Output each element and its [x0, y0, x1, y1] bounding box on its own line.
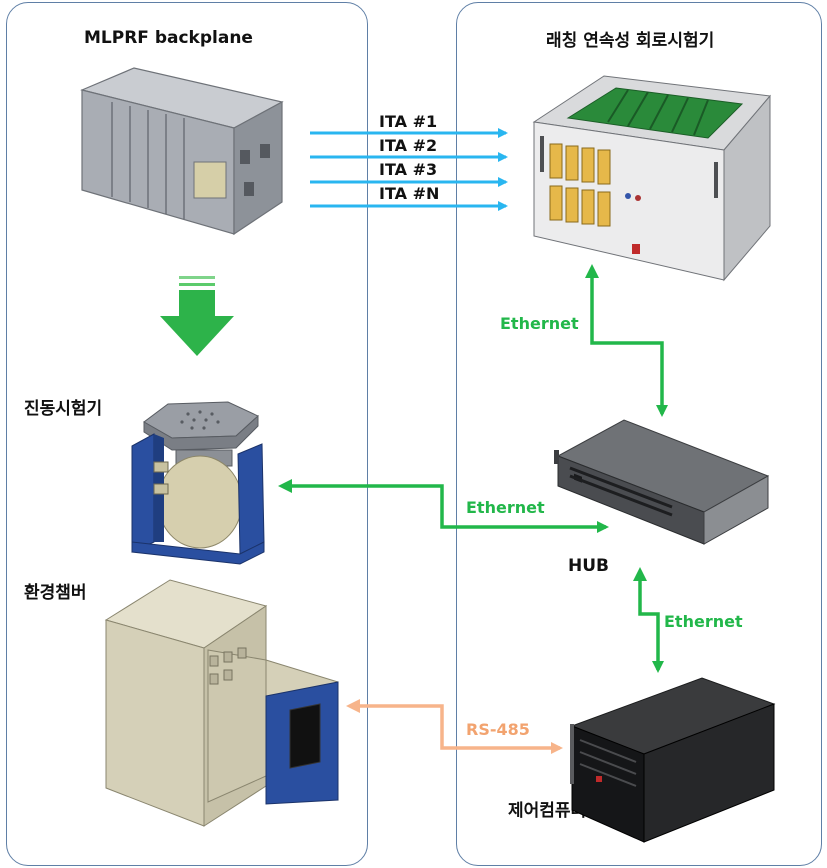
ethernet-label-tester-hub: Ethernet: [500, 314, 579, 333]
vibration-shaker-icon: [131, 401, 265, 565]
tester-title: 래칭 연속성 회로시험기: [546, 31, 715, 51]
ethernet-label-hub-vibration: Ethernet: [466, 498, 545, 517]
backplane-title: MLPRF backplane: [84, 28, 253, 48]
computer-label: 제어컴퓨터: [508, 801, 587, 821]
chamber-label: 환경챔버: [24, 583, 87, 603]
ita-label-2: ITA #2: [379, 136, 438, 155]
ita-label-1: ITA #1: [379, 112, 438, 131]
rs485-arrow: [350, 704, 563, 754]
ita-label-3: ITA #3: [379, 160, 438, 179]
rack-tester-icon: [532, 75, 771, 282]
environmental-chamber-icon: [104, 579, 339, 827]
ethernet-label-hub-computer: Ethernet: [664, 612, 743, 631]
ethernet-arrow-hub-computer: [638, 572, 664, 673]
ethernet-arrow-hub-vibration: [282, 484, 609, 533]
hub-label: HUB: [568, 556, 609, 576]
backplane-chassis-icon: [80, 67, 284, 236]
rs485-label: RS-485: [466, 720, 530, 739]
ethernet-arrow-tester-hub: [590, 268, 668, 417]
ita-label-n: ITA #N: [379, 184, 440, 203]
rack-computer-icon: [570, 677, 776, 843]
network-hub-icon: [554, 419, 770, 545]
vibration-label: 진동시험기: [24, 399, 103, 419]
flow-down-arrow: [160, 276, 234, 356]
